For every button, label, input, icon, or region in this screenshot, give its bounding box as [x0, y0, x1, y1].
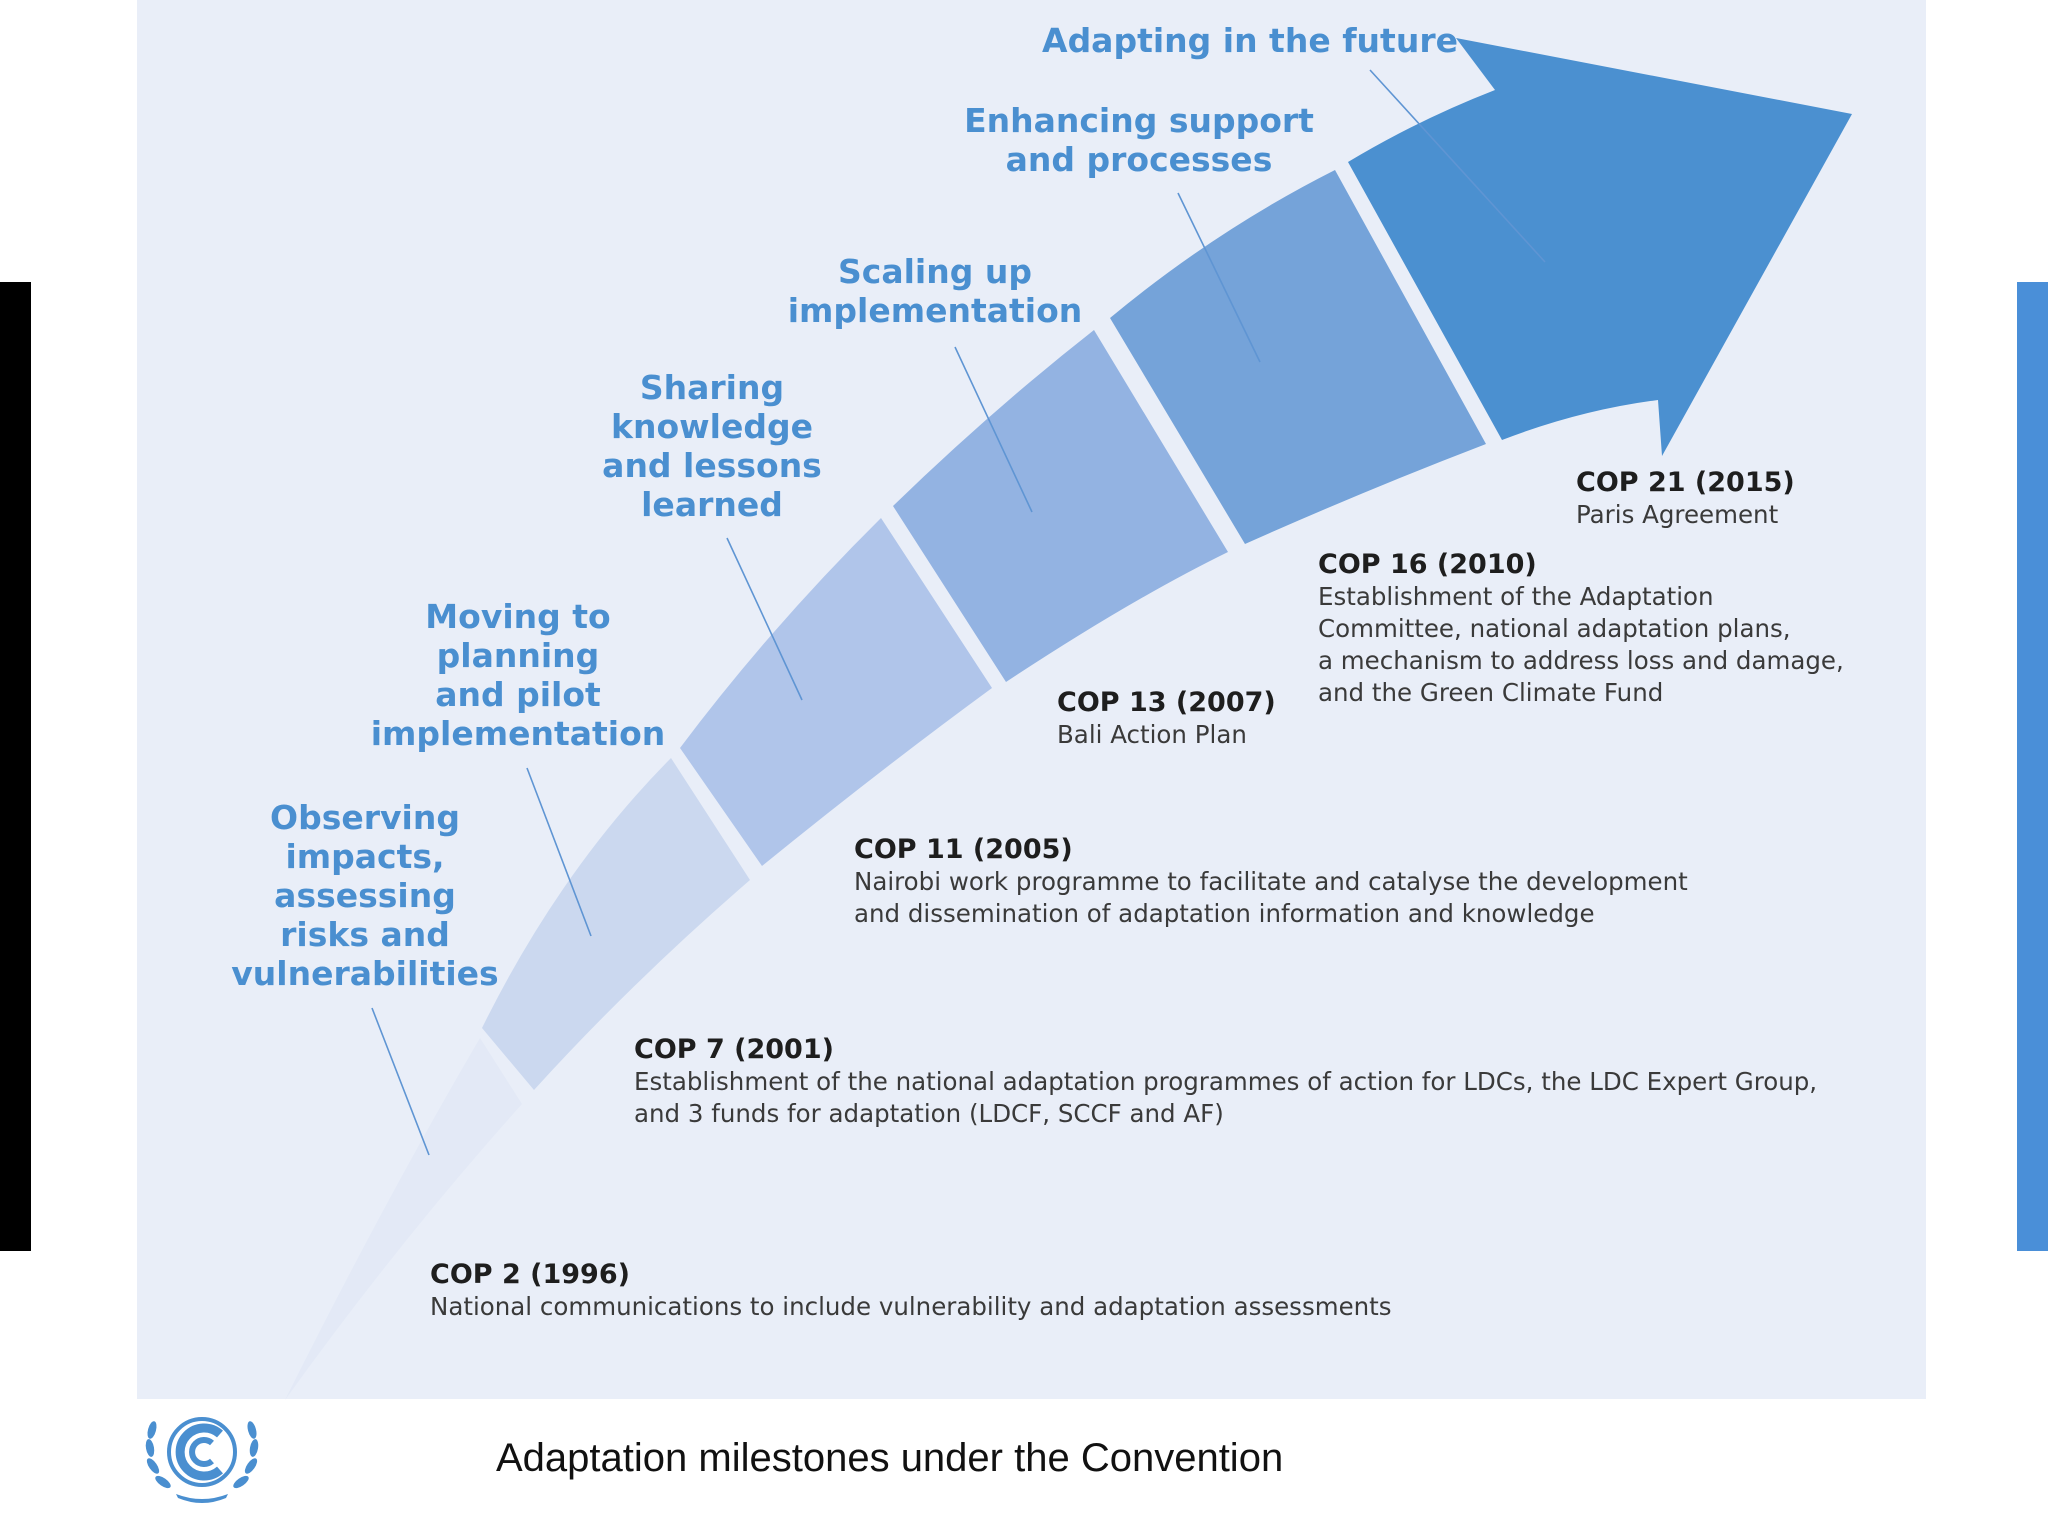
- arrow-segment-2: [482, 758, 750, 1090]
- milestone-title: COP 11 (2005): [854, 834, 1073, 865]
- arrow-segment-1: [285, 1038, 522, 1400]
- un-climate-logo-icon: [145, 1417, 259, 1503]
- left-edge-bar: [0, 282, 31, 1251]
- laurel-wreath: [145, 1421, 259, 1503]
- milestone-cop11: COP 11 (2005) Nairobi work programme to …: [854, 834, 1688, 928]
- milestone-title: COP 2 (1996): [430, 1259, 630, 1290]
- arrow-head: [1348, 38, 1852, 456]
- milestone-title: COP 21 (2015): [1576, 467, 1795, 498]
- arrow-segment-4: [893, 330, 1228, 682]
- phase-label-future: Adapting in the future: [1042, 21, 1458, 60]
- arrow-segment-3: [680, 518, 992, 866]
- milestone-cop21: COP 21 (2015) Paris Agreement: [1576, 467, 1795, 529]
- milestone-cop7: COP 7 (2001) Establishment of the nation…: [634, 1034, 1818, 1128]
- right-edge-bar: [2017, 282, 2048, 1251]
- leader-lines: [371, 69, 1546, 1156]
- milestone-cop2: COP 2 (1996) National communications to …: [430, 1259, 1392, 1321]
- milestone-title: COP 16 (2010): [1318, 549, 1537, 580]
- milestone-title: COP 7 (2001): [634, 1034, 834, 1065]
- slide-caption: Adaptation milestones under the Conventi…: [496, 1436, 1284, 1480]
- milestone-cop16: COP 16 (2010) Establishment of the Adapt…: [1318, 549, 1844, 707]
- milestone-title: COP 13 (2007): [1057, 687, 1276, 718]
- milestone-cop13: COP 13 (2007) Bali Action Plan: [1057, 687, 1276, 749]
- arrow-segment-5: [1110, 170, 1486, 544]
